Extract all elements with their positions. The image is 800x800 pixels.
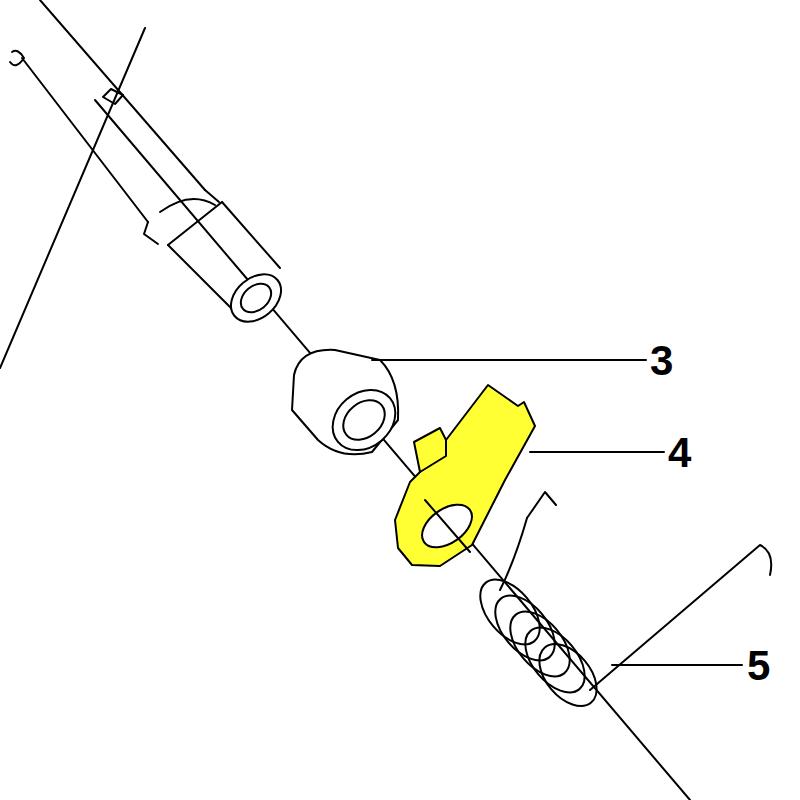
leader-lines [372,360,742,665]
frame-line [0,28,145,368]
shaft [10,0,290,331]
bushing [292,350,407,463]
callout-number: 3 [650,340,673,382]
callout-number: 5 [747,645,770,687]
tab-plate [395,385,535,566]
torsion-spring [469,492,772,717]
axis-line [95,100,690,800]
callout-number: 4 [668,432,691,474]
